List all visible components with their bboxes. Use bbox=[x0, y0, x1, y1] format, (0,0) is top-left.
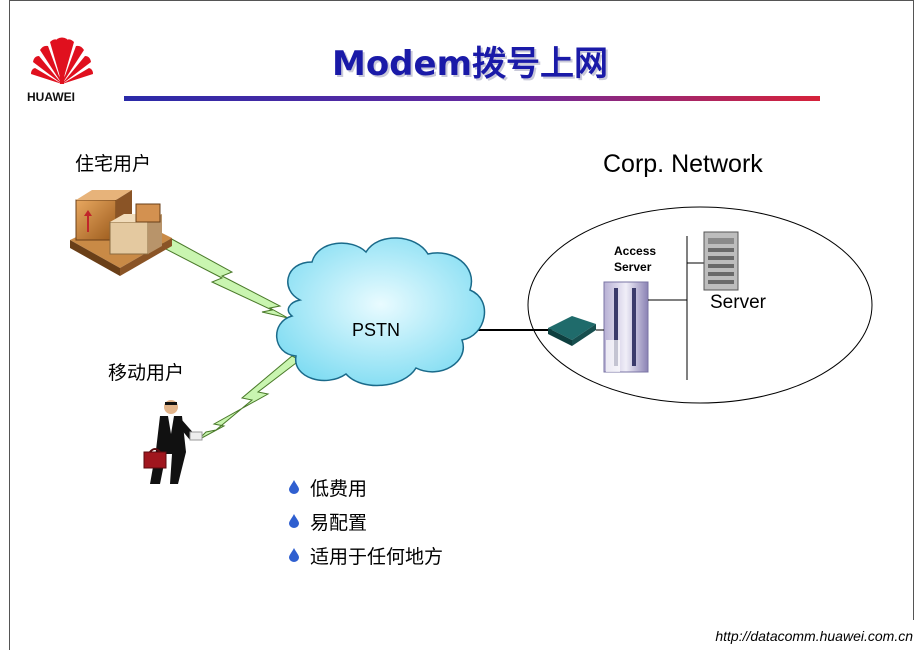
boxes-icon bbox=[70, 190, 172, 276]
title-underline bbox=[124, 96, 820, 101]
water-drop-icon bbox=[289, 480, 299, 494]
water-drop-icon bbox=[289, 514, 299, 528]
feature-text: 易配置 bbox=[310, 511, 368, 534]
modem-icon bbox=[548, 316, 596, 346]
list-item: 低费用 bbox=[288, 470, 443, 504]
brand-label: HUAWEI bbox=[27, 90, 75, 104]
server-icon bbox=[703, 231, 739, 291]
access-server-label-line1: Access bbox=[614, 244, 657, 258]
corp-network-label: Corp. Network bbox=[603, 150, 763, 178]
huawei-logo-icon bbox=[31, 37, 93, 84]
pstn-label: PSTN bbox=[352, 320, 401, 340]
frame-top-line bbox=[9, 0, 914, 1]
footer-url[interactable]: http://datacomm.huawei.com.cn bbox=[715, 628, 913, 644]
access-server-icon bbox=[596, 281, 649, 373]
lightning-link-icon bbox=[159, 236, 289, 319]
server-label: Server bbox=[710, 292, 766, 313]
list-item: 适用于任何地方 bbox=[288, 538, 443, 572]
page-title: Modem拨号上网 bbox=[331, 44, 609, 84]
businessman-icon bbox=[143, 400, 203, 484]
water-drop-icon bbox=[289, 548, 299, 562]
home-user-label: 住宅用户 bbox=[75, 153, 152, 175]
pstn-cloud bbox=[275, 237, 486, 387]
corp-network-boundary bbox=[527, 206, 873, 404]
list-item: 易配置 bbox=[288, 504, 443, 538]
feature-text: 适用于任何地方 bbox=[310, 545, 444, 568]
lightning-link-icon bbox=[197, 355, 301, 441]
feature-list: 低费用 易配置 适用于任何地方 bbox=[288, 470, 443, 572]
mobile-user-label: 移动用户 bbox=[108, 362, 185, 384]
feature-text: 低费用 bbox=[310, 477, 368, 500]
frame-right-line bbox=[913, 0, 914, 620]
frame-left-line bbox=[9, 0, 10, 650]
access-server-label-line2: Server bbox=[614, 260, 652, 274]
